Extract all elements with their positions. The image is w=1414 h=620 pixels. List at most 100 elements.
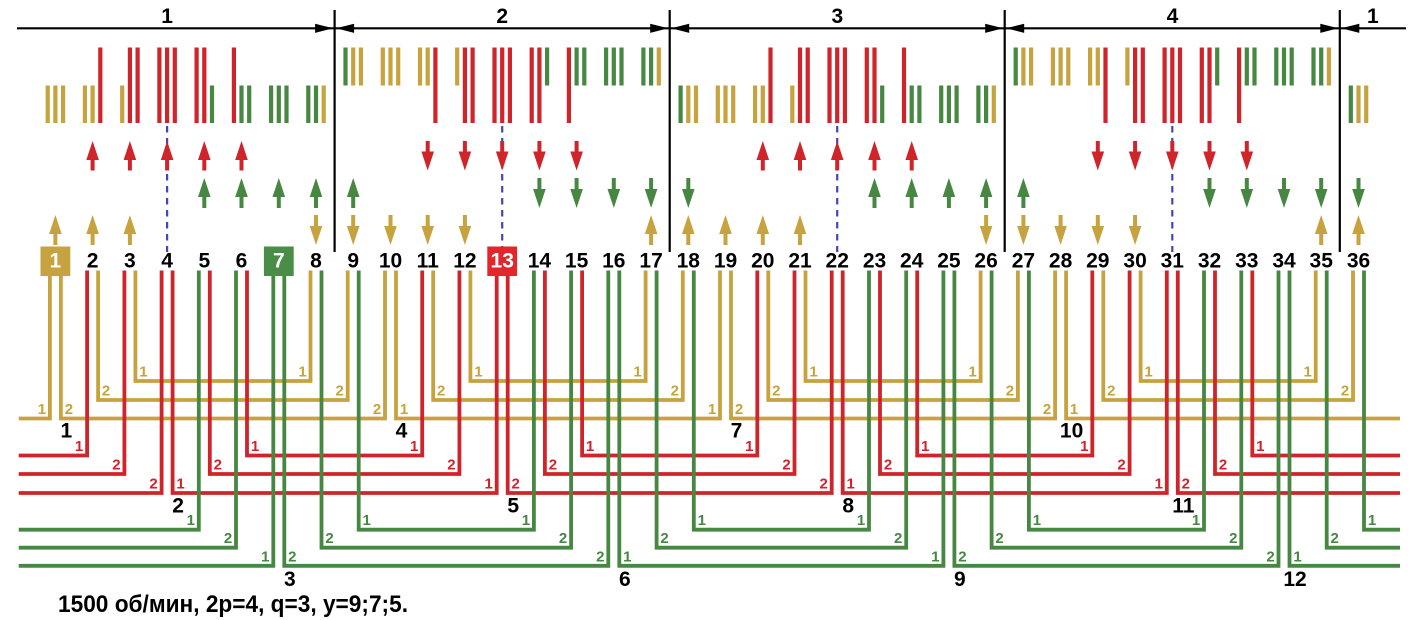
- svg-text:2: 2: [102, 383, 110, 400]
- svg-text:2: 2: [325, 530, 333, 547]
- svg-text:2: 2: [559, 530, 567, 547]
- svg-text:2: 2: [1341, 383, 1349, 400]
- svg-text:2: 2: [149, 476, 157, 493]
- svg-text:7: 7: [731, 420, 743, 443]
- svg-text:27: 27: [1012, 250, 1035, 273]
- svg-text:1: 1: [1192, 512, 1200, 529]
- svg-text:1: 1: [139, 364, 147, 381]
- svg-text:1: 1: [921, 438, 929, 455]
- svg-text:12: 12: [453, 250, 476, 273]
- svg-text:15: 15: [565, 250, 589, 273]
- svg-text:1: 1: [298, 364, 306, 381]
- svg-text:2: 2: [1107, 383, 1115, 400]
- svg-text:6: 6: [236, 250, 248, 273]
- svg-text:12: 12: [1283, 568, 1306, 591]
- svg-text:2: 2: [112, 457, 120, 474]
- svg-text:2: 2: [1266, 548, 1274, 565]
- svg-text:2: 2: [496, 5, 508, 28]
- svg-text:1: 1: [261, 548, 269, 565]
- svg-text:2: 2: [1331, 530, 1339, 547]
- svg-text:5: 5: [198, 250, 210, 273]
- svg-text:24: 24: [900, 250, 924, 273]
- svg-text:1: 1: [38, 401, 46, 418]
- svg-text:2: 2: [1229, 530, 1237, 547]
- svg-text:2: 2: [288, 548, 296, 565]
- svg-text:1: 1: [1293, 548, 1301, 565]
- svg-text:20: 20: [751, 250, 774, 273]
- svg-text:1: 1: [187, 512, 195, 529]
- svg-text:1: 1: [623, 548, 631, 565]
- svg-text:2: 2: [596, 548, 604, 565]
- svg-text:8: 8: [842, 495, 854, 518]
- svg-text:1: 1: [410, 438, 418, 455]
- svg-text:2: 2: [671, 383, 679, 400]
- svg-text:29: 29: [1086, 250, 1109, 273]
- svg-text:11: 11: [1172, 495, 1195, 518]
- svg-text:16: 16: [602, 250, 625, 273]
- svg-text:1: 1: [698, 512, 706, 529]
- svg-text:2: 2: [87, 250, 99, 273]
- svg-text:23: 23: [863, 250, 886, 273]
- svg-text:2: 2: [1182, 476, 1190, 493]
- svg-text:3: 3: [284, 568, 296, 591]
- svg-text:2: 2: [336, 383, 344, 400]
- svg-text:1: 1: [1304, 364, 1312, 381]
- svg-text:1: 1: [363, 512, 371, 529]
- svg-text:1: 1: [968, 364, 976, 381]
- svg-text:32: 32: [1198, 250, 1221, 273]
- svg-text:1: 1: [1070, 401, 1078, 418]
- svg-text:7: 7: [273, 250, 285, 273]
- svg-text:2: 2: [995, 530, 1003, 547]
- svg-text:28: 28: [1049, 250, 1073, 273]
- svg-text:1: 1: [1155, 476, 1163, 493]
- svg-text:18: 18: [677, 250, 701, 273]
- svg-text:1: 1: [847, 476, 855, 493]
- svg-text:2: 2: [820, 476, 828, 493]
- svg-text:1: 1: [522, 512, 530, 529]
- svg-text:1: 1: [75, 438, 83, 455]
- svg-text:1: 1: [586, 438, 594, 455]
- svg-text:6: 6: [619, 568, 631, 591]
- svg-text:25: 25: [937, 250, 961, 273]
- svg-text:2: 2: [224, 530, 232, 547]
- svg-text:36: 36: [1347, 250, 1370, 273]
- svg-text:1: 1: [485, 476, 493, 493]
- svg-text:2: 2: [1006, 383, 1014, 400]
- svg-text:2: 2: [65, 401, 73, 418]
- svg-text:1: 1: [1367, 5, 1379, 28]
- svg-text:1: 1: [931, 548, 939, 565]
- svg-text:1: 1: [161, 5, 173, 28]
- svg-text:35: 35: [1310, 250, 1334, 273]
- svg-text:2: 2: [172, 495, 184, 518]
- svg-text:4: 4: [1167, 5, 1179, 28]
- svg-text:4: 4: [396, 420, 408, 443]
- svg-text:17: 17: [639, 250, 662, 273]
- svg-text:19: 19: [714, 250, 737, 273]
- svg-text:2: 2: [735, 401, 743, 418]
- svg-text:30: 30: [1123, 250, 1146, 273]
- svg-text:2: 2: [214, 457, 222, 474]
- svg-text:2: 2: [437, 383, 445, 400]
- svg-text:33: 33: [1235, 250, 1258, 273]
- svg-text:1: 1: [1256, 438, 1264, 455]
- svg-text:10: 10: [1060, 420, 1083, 443]
- svg-text:9: 9: [347, 250, 359, 273]
- svg-text:1: 1: [1033, 512, 1041, 529]
- svg-text:21: 21: [788, 250, 812, 273]
- svg-text:1: 1: [176, 476, 184, 493]
- svg-text:1: 1: [857, 512, 865, 529]
- svg-text:3: 3: [124, 250, 136, 273]
- svg-text:2: 2: [660, 530, 668, 547]
- svg-text:2: 2: [894, 530, 902, 547]
- svg-text:22: 22: [826, 250, 849, 273]
- svg-text:34: 34: [1272, 250, 1296, 273]
- svg-text:1: 1: [633, 364, 641, 381]
- svg-text:2: 2: [447, 457, 455, 474]
- svg-text:2: 2: [1043, 401, 1051, 418]
- svg-text:31: 31: [1161, 250, 1185, 273]
- svg-text:2: 2: [1219, 457, 1227, 474]
- svg-text:26: 26: [974, 250, 997, 273]
- svg-text:1: 1: [745, 438, 753, 455]
- svg-text:2: 2: [958, 548, 966, 565]
- svg-text:14: 14: [528, 250, 552, 273]
